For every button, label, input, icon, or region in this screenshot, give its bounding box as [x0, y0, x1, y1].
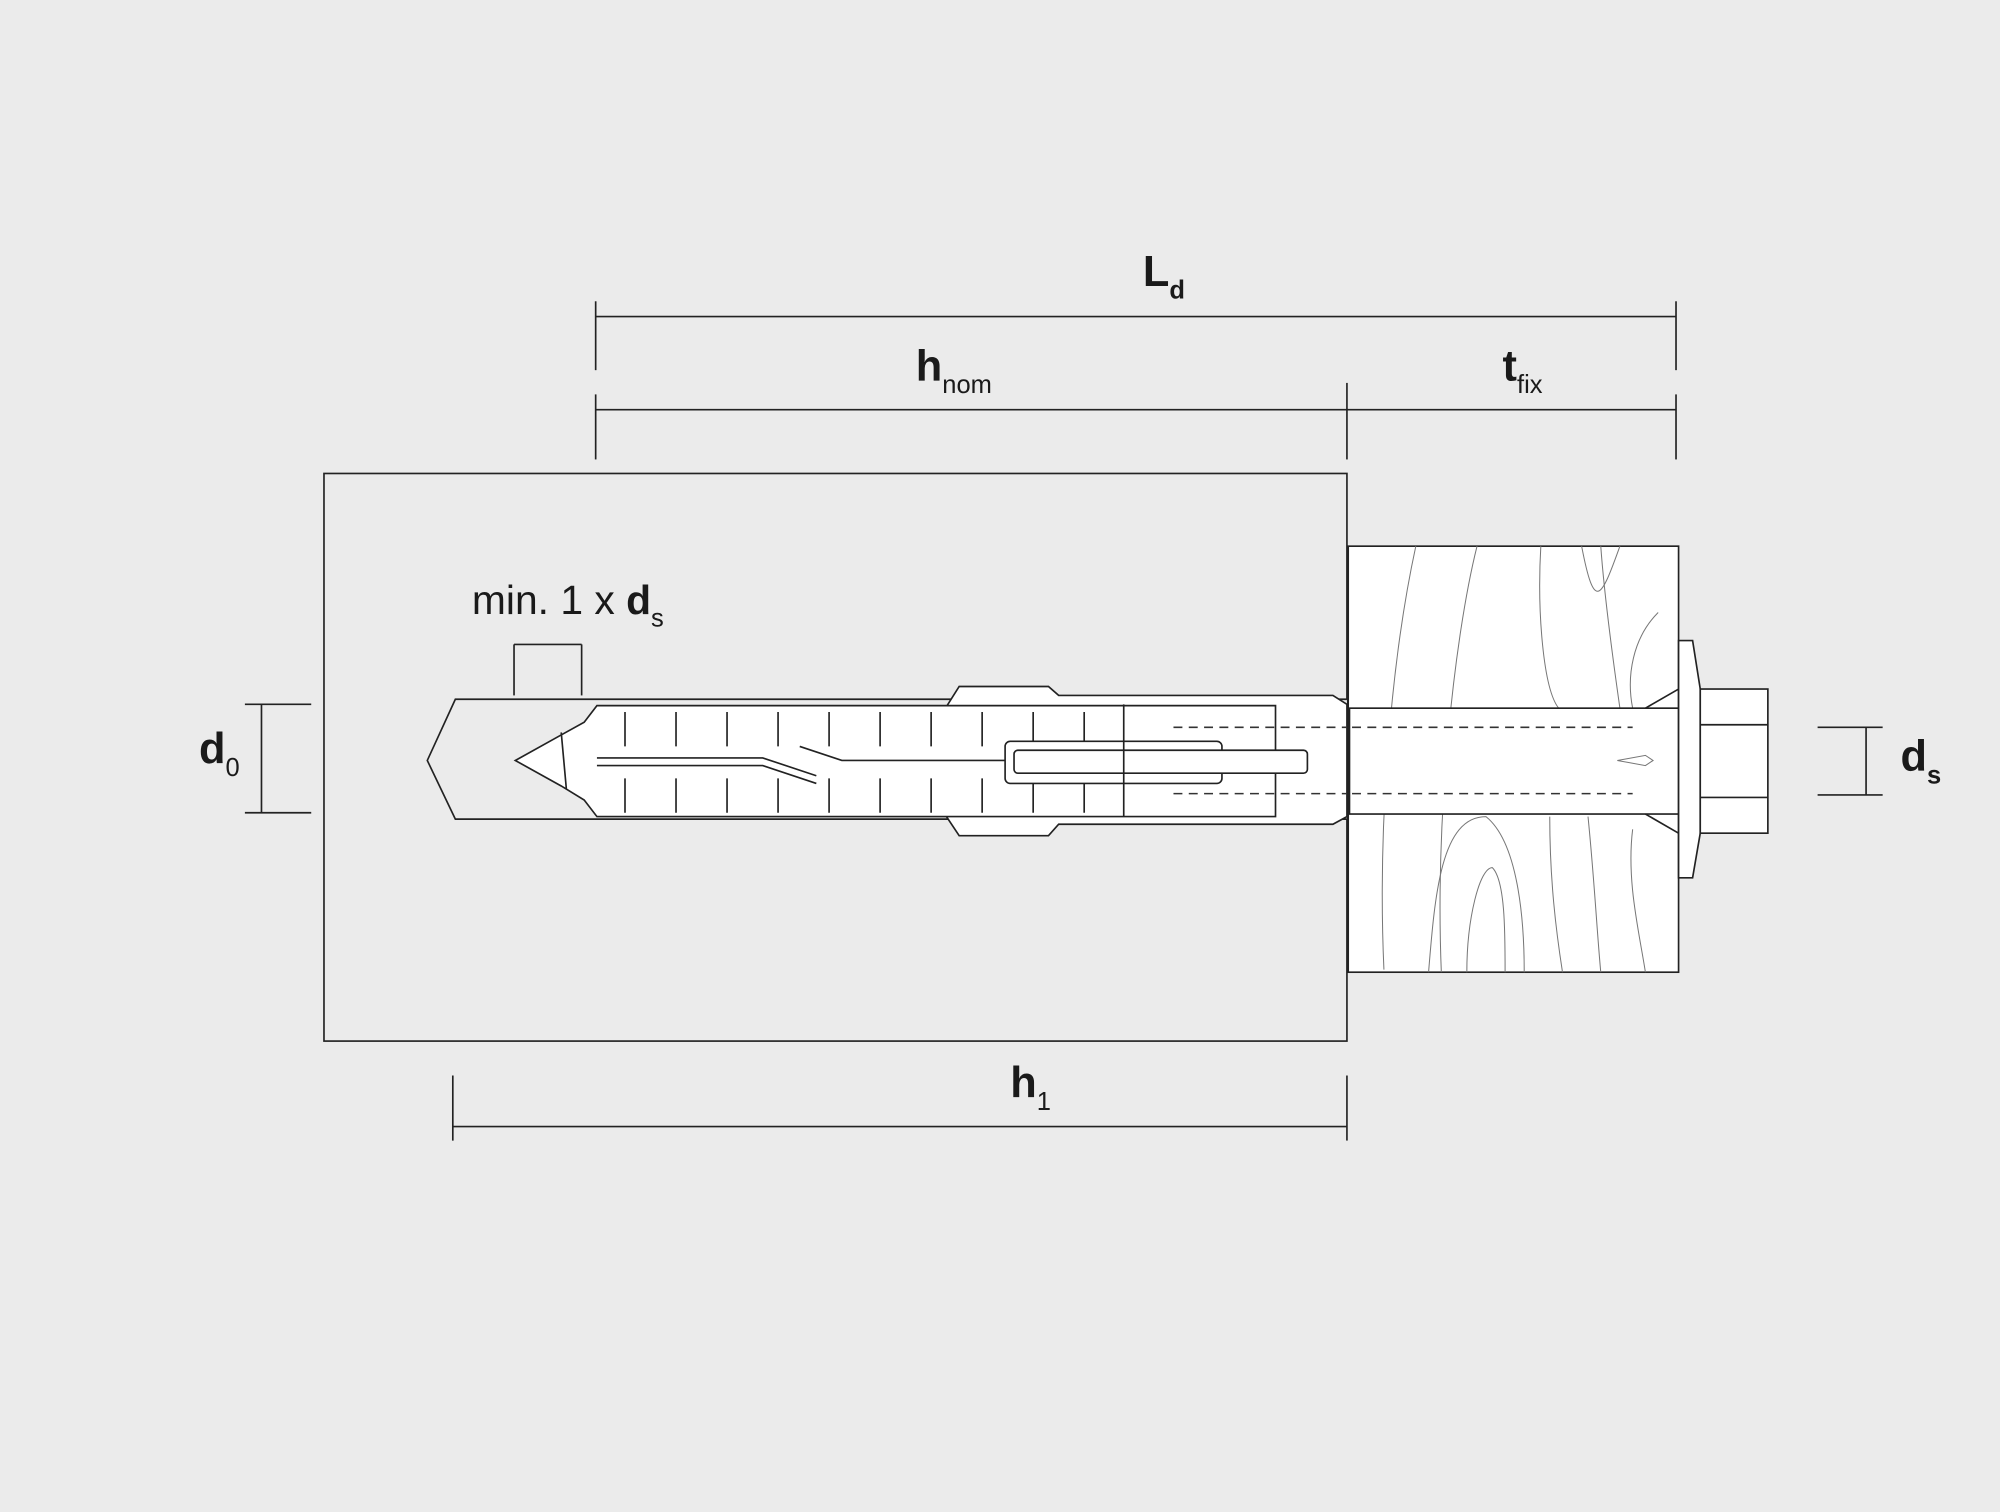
- dimension-tfix: tfix: [1346, 342, 1677, 460]
- dimension-d0: d0: [199, 703, 312, 814]
- dimension-min-edge: min. 1 x ds: [472, 577, 664, 696]
- label-ds: ds: [1901, 733, 1942, 790]
- anchor-ribs: [624, 711, 1086, 813]
- washer: [1677, 639, 1702, 879]
- label-min-edge: min. 1 x ds: [472, 577, 664, 633]
- dimension-h1: h1: [451, 1059, 1348, 1141]
- dimension-ds: ds: [1817, 726, 1942, 796]
- hex-head: [1699, 688, 1769, 834]
- label-d0: d0: [199, 725, 240, 782]
- label-tfix: tfix: [1503, 342, 1543, 399]
- screw: [1348, 639, 1769, 879]
- anchor-plug: [426, 685, 1348, 837]
- label-Ld: Ld: [1143, 248, 1185, 305]
- label-h1: h1: [1010, 1059, 1051, 1116]
- dimension-Ld: Ld: [594, 248, 1677, 371]
- dimension-hnom: hnom: [594, 342, 1348, 460]
- label-hnom: hnom: [916, 342, 992, 399]
